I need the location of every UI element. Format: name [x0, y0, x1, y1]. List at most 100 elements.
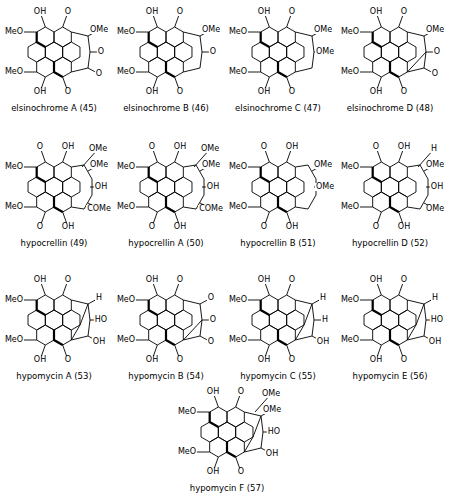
- atom-label: OMe: [89, 161, 109, 169]
- aromatic-bond: [390, 62, 399, 77]
- atom-label: O: [64, 88, 72, 96]
- ring-bond: [261, 295, 278, 315]
- ring-bond: [210, 407, 227, 427]
- atom-label: OH: [430, 183, 444, 191]
- atom-label: OH: [369, 356, 383, 364]
- atom-label: MeO: [4, 296, 24, 304]
- side-ring: [295, 300, 314, 340]
- atom-label: MeO: [340, 296, 360, 304]
- side-ring: [71, 300, 90, 340]
- ring-bond: [149, 295, 166, 315]
- ring-bond: [287, 42, 304, 62]
- atom-label: O: [288, 88, 296, 96]
- atom-label: O: [97, 48, 105, 56]
- ring-bond: [399, 177, 416, 197]
- atom-label: OMe: [313, 161, 333, 169]
- atom-label: OMe: [200, 145, 220, 153]
- atom-label: O: [433, 48, 441, 56]
- aromatic-bond: [210, 412, 219, 427]
- atom-label: MeO: [228, 28, 248, 36]
- side-ring: [183, 165, 204, 209]
- atom-label: OH: [173, 223, 187, 231]
- compound-name: hypomycin F (57): [189, 484, 266, 493]
- aromatic-bond: [390, 330, 399, 345]
- ring-bond: [175, 310, 192, 330]
- atom-label: OMe: [201, 161, 221, 169]
- atom-label: MeO: [116, 203, 136, 211]
- aromatic-bond: [373, 167, 382, 182]
- atom-label: O: [176, 276, 184, 284]
- atom-label: OMe: [425, 161, 445, 169]
- atom-label: COMe: [198, 205, 224, 213]
- atom-label: O: [400, 356, 408, 364]
- ring-bond: [373, 27, 390, 47]
- compound-name: elsinochrome C (47): [234, 104, 322, 113]
- molecule-structure: [350, 147, 437, 227]
- atom-label: O: [148, 143, 156, 151]
- compound-name: hypomycin B (54): [127, 372, 204, 381]
- atom-label: OH: [92, 338, 106, 346]
- atom-label: MeO: [116, 28, 136, 36]
- side-ring: [183, 300, 202, 340]
- compound-name: hypocrellin A (50): [127, 239, 204, 248]
- side-ring: [71, 165, 92, 209]
- aromatic-bond: [149, 167, 158, 182]
- atom-label: OH: [33, 88, 47, 96]
- ring-bond: [149, 27, 166, 47]
- ring-bond: [399, 42, 416, 62]
- atom-label: MeO: [4, 28, 24, 36]
- ring-bond: [37, 27, 54, 47]
- aromatic-bond: [54, 197, 63, 212]
- molecule-structure: [238, 12, 325, 92]
- ring-bond: [287, 177, 304, 197]
- atom-label: O: [176, 356, 184, 364]
- atom-label: OMe: [88, 145, 108, 153]
- compound-name: hypomycin E (56): [352, 372, 429, 381]
- atom-label: O: [36, 143, 44, 151]
- aromatic-bond: [37, 32, 46, 47]
- atom-label: O: [431, 70, 439, 78]
- side-ring: [407, 165, 428, 209]
- atom-label: OH: [257, 356, 271, 364]
- atom-label: H: [321, 316, 329, 324]
- aromatic-bond: [390, 197, 399, 212]
- ring-bond: [63, 42, 80, 62]
- atom-label: MeO: [4, 68, 24, 76]
- ring-bond: [236, 422, 253, 442]
- atom-label: OMe: [425, 26, 445, 34]
- atom-label: MeO: [116, 336, 136, 344]
- atom-label: O: [207, 294, 215, 302]
- ring-bond: [149, 162, 166, 182]
- atom-label: OH: [206, 468, 220, 476]
- atom-label: O: [176, 8, 184, 16]
- atom-label: OH: [316, 338, 330, 346]
- atom-label: MeO: [340, 68, 360, 76]
- atom-label: MeO: [228, 336, 248, 344]
- atom-label: OMe: [315, 48, 335, 56]
- side-ring: [71, 32, 90, 72]
- atom-label: MeO: [228, 68, 248, 76]
- atom-label: OMe: [315, 183, 335, 191]
- atom-label: OH: [397, 143, 411, 151]
- compound-name: elsinochrome D (48): [346, 104, 434, 113]
- atom-label: MeO: [228, 296, 248, 304]
- aromatic-bond: [278, 62, 287, 77]
- atom-label: H: [95, 294, 103, 302]
- atom-label: H: [430, 145, 438, 153]
- atom-label: OH: [33, 276, 47, 284]
- aromatic-bond: [166, 330, 175, 345]
- compound-name: hypocrellin D (52): [351, 239, 429, 248]
- compound-name: elsinochrome B (46): [122, 104, 210, 113]
- aromatic-bond: [373, 32, 382, 47]
- atom-label: OMe: [262, 406, 282, 414]
- atom-label: OH: [369, 8, 383, 16]
- atom-label: OH: [145, 88, 159, 96]
- aromatic-bond: [261, 167, 270, 182]
- ring-bond: [399, 310, 416, 330]
- aromatic-bond: [278, 197, 287, 212]
- aromatic-bond: [261, 32, 270, 47]
- atom-label: OH: [428, 338, 442, 346]
- aromatic-bond: [37, 300, 46, 315]
- atom-label: MeO: [177, 408, 197, 416]
